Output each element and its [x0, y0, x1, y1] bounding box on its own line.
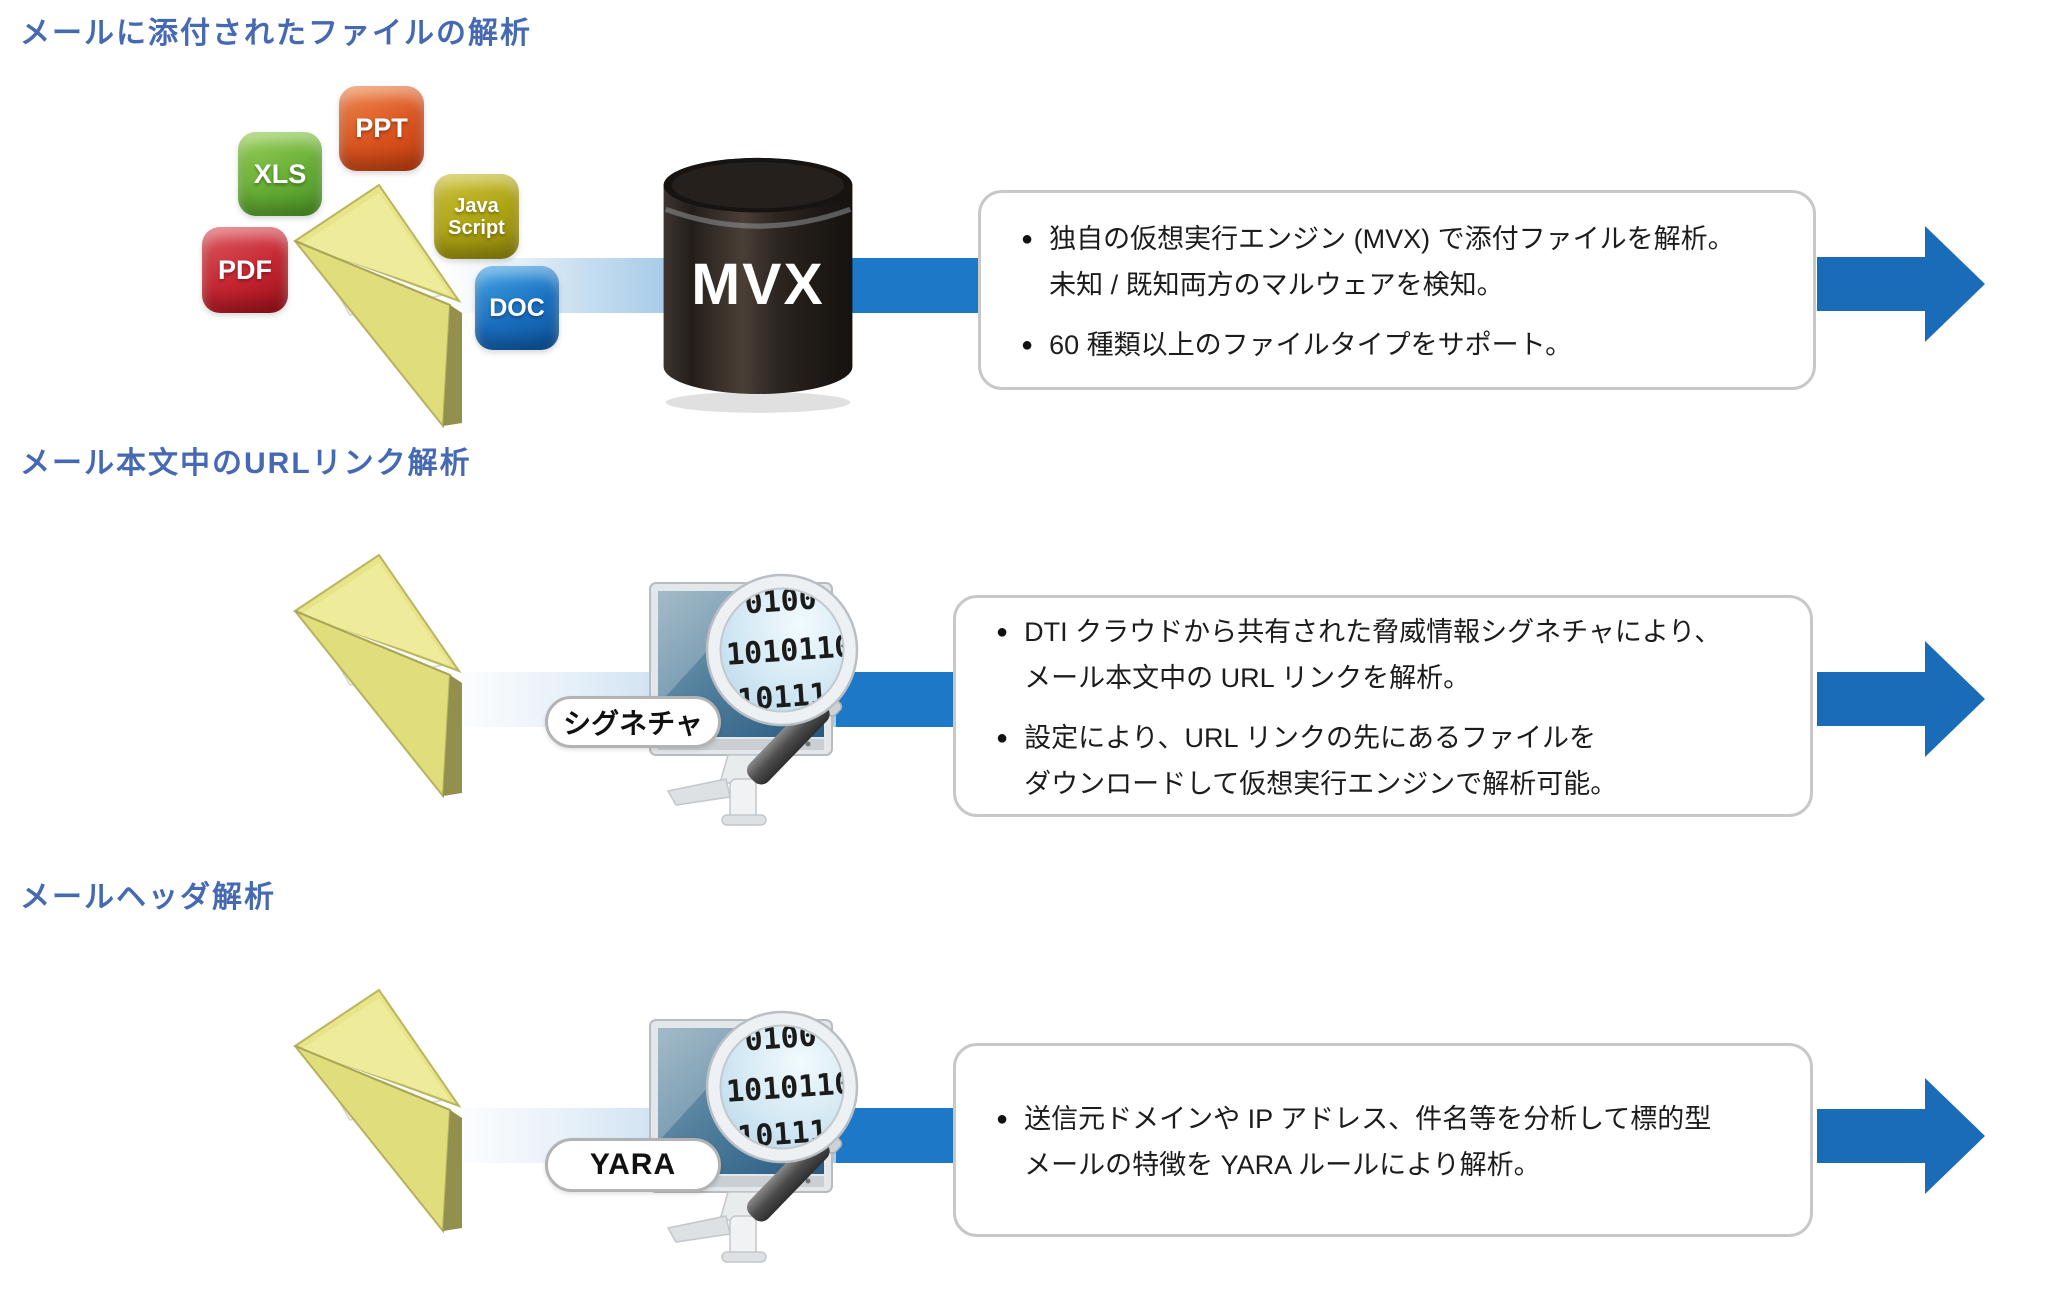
bullet-text: 60 種類以上のファイルタイプをサポート。 [1049, 330, 1573, 360]
section-heading-attachment-analysis: メールに添付されたファイルの解析 [20, 17, 532, 50]
signature-badge: シグネチャ [545, 696, 721, 748]
mvx-engine-cylinder-icon: MVX [663, 157, 853, 413]
yara-badge-label: YARA [589, 1148, 677, 1181]
bullet-item: ● 送信元ドメインや IP アドレス、件名等を分析して標的型 メールの特徴を YA… [996, 1096, 1782, 1188]
ppt-icon-label: PPT [355, 113, 408, 143]
email-envelope-icon [292, 553, 462, 798]
bullet-item: ● DTI クラウドから共有された脅威情報シグネチャにより、 メール本文中の UR… [996, 609, 1782, 701]
flow-arrow-right-icon [1817, 226, 1985, 342]
section-heading-mail-header-analysis: メールヘッダ解析 [20, 881, 276, 914]
bullet-text: 送信元ドメインや IP アドレス、件名等を分析して標的型 メールの特徴を YAR… [1024, 1104, 1712, 1180]
doc-file-icon: DOC [475, 266, 559, 350]
mvx-engine-label: MVX [691, 252, 825, 317]
xls-icon-label: XLS [253, 158, 307, 189]
doc-icon-label: DOC [489, 293, 545, 322]
bullet-dot-icon: ● [996, 727, 1009, 749]
signature-badge-label: シグネチャ [563, 708, 703, 739]
bullet-list: ● DTI クラウドから共有された脅威情報シグネチャにより、 メール本文中の UR… [996, 609, 1782, 807]
header-analysis-description-box: ● 送信元ドメインや IP アドレス、件名等を分析して標的型 メールの特徴を YA… [953, 1043, 1813, 1237]
header-scan-monitor-icon: 0100 1010110 10111 [649, 1010, 859, 1263]
bullet-list: ● 送信元ドメインや IP アドレス、件名等を分析して標的型 メールの特徴を YA… [996, 1096, 1782, 1188]
yara-badge: YARA [545, 1138, 721, 1192]
bullet-item: ● 独自の仮想実行エンジン (MVX) で添付ファイルを解析。 未知 / 既知両方… [1021, 216, 1785, 308]
javascript-icon-label: Java Script [448, 194, 505, 239]
ppt-file-icon: PPT [339, 86, 424, 171]
bullet-dot-icon: ● [1021, 334, 1034, 356]
email-envelope-icon [292, 988, 462, 1233]
flow-band-solid [836, 1108, 958, 1163]
bullet-text: DTI クラウドから共有された脅威情報シグネチャにより、 メール本文中の URL… [1024, 617, 1722, 693]
email-envelope-icon [292, 183, 462, 428]
lens-binary-line: 1010110 [725, 1066, 854, 1110]
pdf-icon-label: PDF [218, 254, 272, 285]
flow-band-solid [836, 672, 958, 727]
javascript-file-icon: Java Script [434, 174, 519, 259]
flow-arrow-right-icon [1817, 641, 1985, 757]
bullet-dot-icon: ● [1021, 228, 1034, 250]
attachment-analysis-description-box: ● 独自の仮想実行エンジン (MVX) で添付ファイルを解析。 未知 / 既知両方… [978, 190, 1816, 390]
bullet-dot-icon: ● [996, 621, 1009, 643]
bullet-list: ● 独自の仮想実行エンジン (MVX) で添付ファイルを解析。 未知 / 既知両方… [1021, 216, 1785, 368]
xls-file-icon: XLS [238, 132, 322, 216]
bullet-text: 設定により、URL リンクの先にあるファイルを ダウンロードして仮想実行エンジン… [1024, 723, 1618, 799]
url-analysis-description-box: ● DTI クラウドから共有された脅威情報シグネチャにより、 メール本文中の UR… [953, 595, 1813, 817]
bullet-item: ● 設定により、URL リンクの先にあるファイルを ダウンロードして仮想実行エンジ… [996, 715, 1782, 807]
flow-arrow-right-icon [1817, 1078, 1985, 1194]
bullet-dot-icon: ● [996, 1108, 1009, 1130]
bullet-item: ● 60 種類以上のファイルタイプをサポート。 [1021, 322, 1785, 368]
bullet-text: 独自の仮想実行エンジン (MVX) で添付ファイルを解析。 未知 / 既知両方の… [1049, 224, 1735, 300]
lens-binary-line: 1010110 [725, 629, 854, 673]
pdf-file-icon: PDF [202, 227, 288, 313]
flow-band-solid [852, 258, 982, 313]
section-heading-url-link-analysis: メール本文中のURLリンク解析 [20, 447, 472, 480]
